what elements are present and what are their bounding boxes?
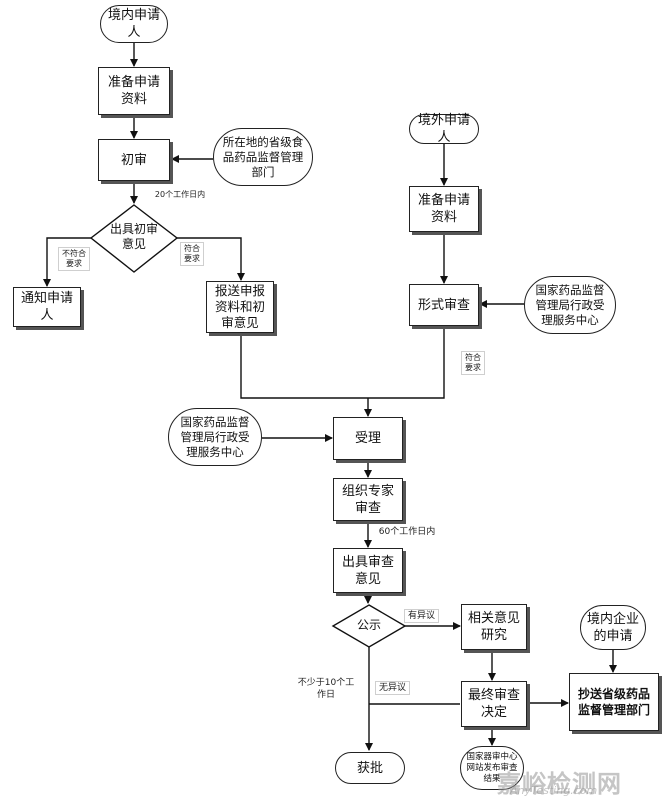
- edge-label-not-compliant: 不符合 要求: [58, 247, 90, 271]
- node-issue-preliminary-opinion: 出具初审 意见: [109, 222, 158, 251]
- edge-label-no-objection: 无异议: [375, 681, 411, 695]
- node-notify-applicant: 通知申请 人: [13, 287, 81, 327]
- edge-label-20-days: 20个工作日内: [143, 190, 217, 200]
- node-formal-review: 形式审查: [409, 284, 479, 326]
- edge-label-compliant-2: 符合 要求: [461, 351, 485, 375]
- edge-label-has-objection: 有异议: [404, 609, 440, 623]
- node-provincial-fda: 所在地的省级食 品药品监督管理 部门: [213, 128, 313, 186]
- node-publish-result: 国家器审中心 网站发布审查 结果: [460, 746, 524, 790]
- watermark-subtext: AnyTesting.com: [510, 784, 598, 797]
- node-domestic-applicant: 境内申请 人: [100, 5, 168, 43]
- node-nmpa-center-2: 国家药品监督 管理局行政受 理服务中心: [168, 408, 262, 466]
- node-domestic-enterprise-application: 境内企业 的申请: [580, 605, 646, 650]
- node-acceptance: 受理: [333, 417, 403, 460]
- node-prepare-materials-1: 准备申请 资料: [98, 67, 170, 115]
- edge-label-compliant-1: 符合 要求: [180, 242, 204, 266]
- edge-label-60-days: 60个工作日内: [375, 527, 439, 537]
- node-issue-review-opinion: 出具审查 意见: [333, 548, 403, 593]
- decision-diamond-preliminary: [89, 204, 179, 273]
- node-submit-materials: 报送申报 资料和初 审意见: [206, 281, 274, 333]
- node-public-notice: 公示: [356, 618, 381, 632]
- node-approval: 获批: [335, 752, 405, 784]
- node-related-opinion-study: 相关意见 研究: [461, 604, 527, 650]
- node-nmpa-center-1: 国家药品监督 管理局行政受 理服务中心: [524, 276, 616, 334]
- node-foreign-applicant: 境外申请 人: [409, 113, 479, 145]
- node-prepare-materials-2: 准备申请 资料: [409, 186, 479, 232]
- node-final-decision: 最终审查 决定: [461, 681, 527, 727]
- node-expert-review: 组织专家 审查: [333, 478, 403, 521]
- node-preliminary-review: 初审: [98, 139, 170, 181]
- node-copy-to-provincial: 抄送省级药品 监督管理部门: [569, 673, 659, 731]
- edge-label-min-10-days: 不少于10个工 作日: [294, 677, 358, 701]
- watermark-text: 嘉峪检测网: [497, 770, 622, 798]
